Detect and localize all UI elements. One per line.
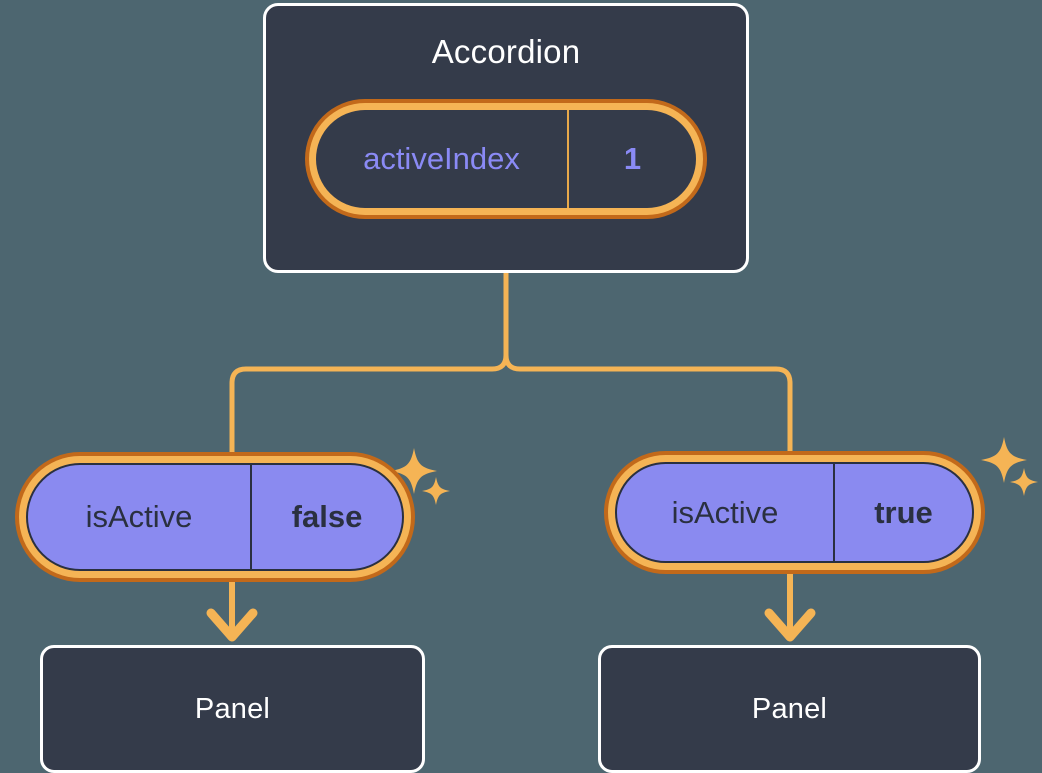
- state-pill-body: activeIndex 1: [316, 110, 696, 208]
- panel-label-right: Panel: [751, 692, 828, 725]
- state-pill-body: isActive false: [26, 463, 404, 571]
- panel-card-left[interactable]: Panel: [40, 645, 425, 773]
- panel-card-right[interactable]: Panel: [598, 645, 981, 773]
- panel-label-left: Panel: [194, 692, 271, 725]
- sparkle-icon-right: [981, 437, 1038, 496]
- state-value-isactive-left: false: [291, 499, 363, 534]
- arrow-down-icon-left: [206, 578, 258, 642]
- state-value-activeindex: 1: [623, 141, 642, 176]
- state-pill-activeindex[interactable]: activeIndex 1: [305, 99, 707, 219]
- state-value-isactive-right: true: [874, 494, 933, 530]
- state-pill-body: isActive true: [615, 462, 974, 563]
- root-component-label: Accordion: [431, 33, 581, 70]
- connector-root-to-right: [503, 270, 793, 458]
- state-key-isactive-right: isActive: [617, 464, 835, 561]
- arrow-down-icon-right: [764, 572, 816, 642]
- state-key-isactive-left: isActive: [28, 465, 252, 569]
- connector-root-to-left: [229, 270, 509, 458]
- state-pill-ring: isActive true: [608, 455, 981, 570]
- state-pill-ring: isActive false: [19, 456, 411, 578]
- state-pill-isactive-left[interactable]: isActive false: [15, 452, 415, 582]
- state-pill-ring: activeIndex 1: [309, 103, 703, 215]
- state-key-activeindex: activeIndex: [316, 110, 569, 208]
- state-pill-isactive-right[interactable]: isActive true: [604, 451, 985, 574]
